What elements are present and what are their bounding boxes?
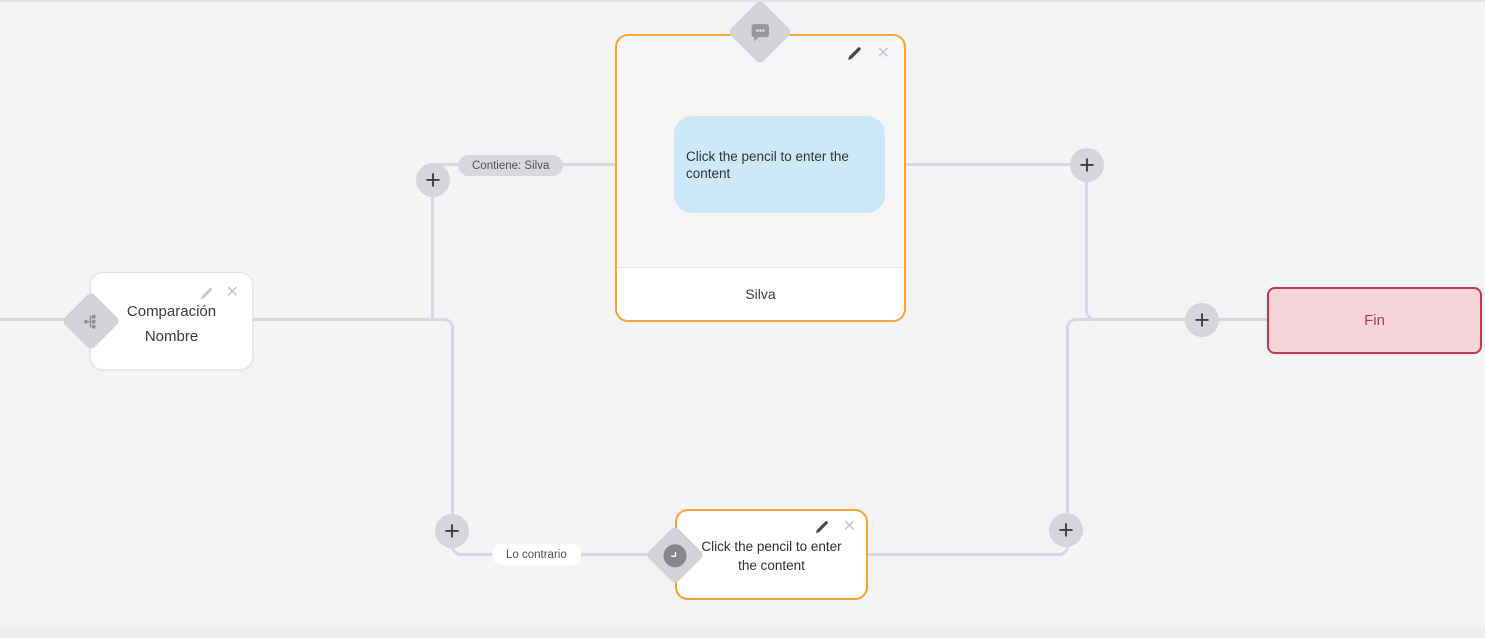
- add-node-button[interactable]: +: [416, 163, 450, 197]
- connector-corner: [1066, 318, 1092, 534]
- connector-segment: [1100, 318, 1267, 321]
- add-node-button[interactable]: +: [1185, 303, 1219, 337]
- connector-segment: [906, 163, 1089, 166]
- end-node[interactable]: Fin: [1267, 287, 1482, 354]
- condition-type-badge: [61, 291, 121, 351]
- add-node-button[interactable]: +: [1049, 513, 1083, 547]
- close-icon[interactable]: ✕: [225, 284, 239, 301]
- connector-segment: [868, 553, 1048, 556]
- message-node-footer: Silva: [617, 267, 904, 320]
- message-placeholder-bubble: Click the pencil to enter the content: [674, 116, 885, 213]
- message-type-badge: [727, 2, 793, 65]
- edge-label-contains: Contiene: Silva: [458, 155, 564, 176]
- fallback-placeholder-text: Click the pencil to enter the content: [701, 539, 842, 573]
- message-node[interactable]: ✕ Click the pencil to enter the content …: [615, 34, 906, 322]
- add-node-button[interactable]: +: [435, 514, 469, 548]
- edge-label-otherwise: Lo contrario: [492, 544, 581, 565]
- connector-corner: [431, 163, 457, 321]
- condition-node-title: Comparación Nombre: [126, 303, 217, 345]
- connector-corner: [1085, 165, 1111, 321]
- fallback-node[interactable]: ✕ Click the pencil to enter the content: [675, 509, 868, 600]
- edit-pencil-icon[interactable]: [199, 286, 214, 301]
- hierarchy-icon: [83, 313, 100, 330]
- connector-segment: [253, 318, 439, 321]
- chat-bubble-icon: [750, 22, 771, 42]
- condition-node[interactable]: ✕ Comparación Nombre: [90, 272, 253, 370]
- connector-segment: [0, 318, 73, 321]
- edit-pencil-icon[interactable]: [846, 45, 863, 62]
- clock-icon: [663, 543, 687, 567]
- add-node-button[interactable]: +: [1070, 148, 1104, 182]
- fallback-type-badge: [645, 525, 705, 585]
- connector-corner: [437, 318, 454, 533]
- close-icon[interactable]: ✕: [876, 44, 890, 62]
- edit-pencil-icon[interactable]: [814, 519, 830, 535]
- close-icon[interactable]: ✕: [842, 518, 856, 535]
